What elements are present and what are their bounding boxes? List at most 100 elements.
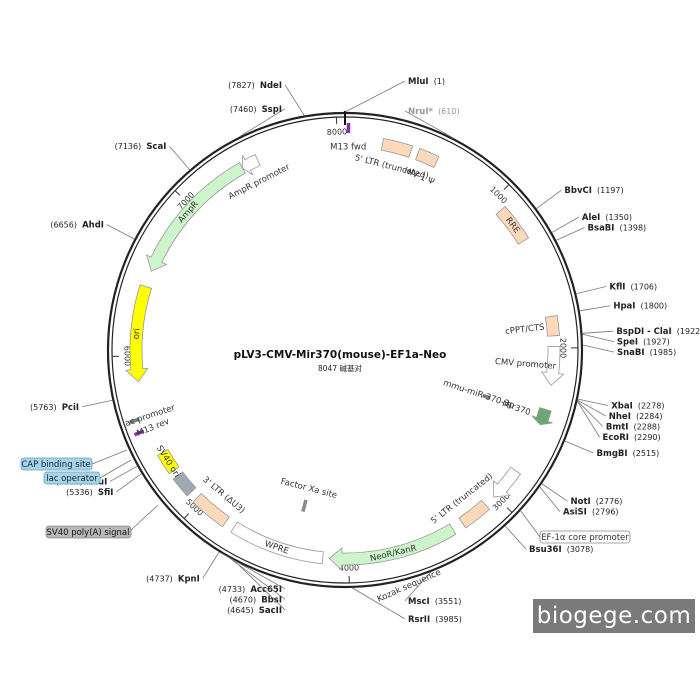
site-position: (1922) bbox=[677, 327, 700, 336]
site-acc65i: (4733) Acc65I bbox=[219, 552, 286, 595]
m13-fwd-feature: M13 fwd bbox=[330, 123, 366, 153]
site-alei: AleI (1350) bbox=[551, 213, 632, 233]
factor-xa-site-mark bbox=[301, 499, 308, 513]
ltr5-truncated-shape bbox=[380, 137, 414, 158]
site-position: (2284) bbox=[636, 412, 663, 421]
site-ecori: EcoRI (2290) bbox=[577, 401, 661, 444]
site-label: (7460) SspI bbox=[230, 97, 282, 116]
m13-rev-mark bbox=[133, 429, 145, 437]
lac-operator-callout-label: lac operator bbox=[46, 474, 98, 484]
site-name: MluI bbox=[408, 77, 429, 87]
site-label: (5763) PciI bbox=[30, 395, 79, 414]
site-name: SacII bbox=[259, 606, 282, 616]
site-label: EcoRI (2290) bbox=[603, 425, 661, 444]
site-leader bbox=[582, 333, 614, 343]
site-bmti: BmtI (2288) bbox=[577, 400, 661, 433]
ampr-shape bbox=[145, 162, 246, 272]
site-label: (4645) SacII bbox=[227, 598, 282, 617]
lac-promoter-mark bbox=[129, 417, 140, 424]
site-leader bbox=[556, 227, 585, 241]
site-name: AhdI bbox=[82, 221, 104, 231]
site-position: (2776) bbox=[596, 497, 623, 506]
site-leader bbox=[81, 399, 113, 408]
site-position: (7136) bbox=[115, 142, 142, 151]
site-scai: (7136) ScaI bbox=[115, 134, 190, 170]
site-position: (1197) bbox=[597, 186, 624, 195]
mmu-mir-370-3p-mark bbox=[482, 393, 491, 400]
site-leader bbox=[541, 483, 568, 502]
site-asisi: AsiSI (2796) bbox=[539, 486, 619, 518]
site-kpni: (4737) KpnI bbox=[146, 551, 220, 585]
site-name: PciI bbox=[62, 403, 79, 413]
site-ndei: (7827) NdeI bbox=[228, 81, 305, 116]
site-leader bbox=[169, 145, 190, 170]
site-position: (4670) bbox=[230, 595, 257, 604]
site-position: (3078) bbox=[567, 545, 594, 554]
site-name: BmgBI bbox=[596, 449, 627, 459]
site-label: (7136) ScaI bbox=[115, 134, 167, 153]
site-name: Bsu36I bbox=[529, 545, 562, 555]
ltr5-truncated-2-feature: 5' LTR (truncated) bbox=[429, 472, 495, 529]
site-name: SspI bbox=[262, 105, 282, 115]
site-rsrii: RsrII (3985) bbox=[351, 587, 462, 625]
site-leader bbox=[504, 525, 527, 550]
site-position: (5763) bbox=[30, 403, 57, 412]
site-name: Acc65I bbox=[250, 585, 282, 595]
site-kfli: KflI (1706) bbox=[576, 282, 658, 295]
site-position: (4733) bbox=[219, 585, 246, 594]
site-position: (2288) bbox=[634, 423, 661, 432]
site-name: ScaI bbox=[146, 142, 166, 152]
site-name: EcoRI bbox=[603, 433, 629, 443]
site-position: (7460) bbox=[230, 105, 257, 114]
site-label: (4737) KpnI bbox=[146, 566, 200, 585]
site-name: RsrII bbox=[408, 615, 430, 625]
ampr-promoter-shape bbox=[242, 154, 261, 176]
site-name: AleI bbox=[582, 213, 600, 223]
site-name: SpeI bbox=[617, 338, 638, 348]
site-ahdi: (6656) AhdI bbox=[50, 213, 135, 240]
rre-feature: RRE bbox=[495, 205, 530, 245]
ef1a-core-promoter-feature bbox=[493, 466, 522, 498]
tick-label: 8000 bbox=[327, 127, 348, 137]
site-leader bbox=[219, 552, 286, 590]
site-pcii: (5763) PciI bbox=[30, 395, 113, 414]
sv40-polya-feature bbox=[172, 471, 197, 497]
site-position: (1706) bbox=[631, 282, 658, 291]
neor-kanr-feature: NeoR/KanR bbox=[328, 523, 457, 571]
site-bsabi: BsaBI (1398) bbox=[556, 224, 646, 241]
site-sacii: (4645) SacII bbox=[227, 560, 286, 617]
site-leader bbox=[551, 216, 580, 233]
site-leader bbox=[345, 80, 406, 113]
site-leader bbox=[202, 551, 220, 579]
site-name: SnaBI bbox=[617, 348, 645, 358]
site-bmgbi: BmgBI (2515) bbox=[564, 440, 659, 459]
site-leader bbox=[404, 110, 455, 139]
factor-xa-site-feature: Factor Xa site bbox=[280, 477, 338, 513]
site-position: (610) bbox=[438, 107, 460, 116]
tick-mark bbox=[506, 507, 513, 513]
site-name: BsaBI bbox=[588, 224, 615, 234]
site-name: BspDI - ClaI bbox=[616, 327, 671, 337]
site-sspi: (7460) SspI bbox=[230, 97, 286, 137]
site-label: (5336) SfiI bbox=[66, 480, 113, 499]
rre-shape bbox=[495, 205, 530, 245]
site-position: (1) bbox=[434, 77, 445, 86]
factor-xa-site-label: Factor Xa site bbox=[280, 477, 338, 501]
site-label: (6656) AhdI bbox=[50, 213, 104, 232]
site-position: (2278) bbox=[638, 402, 665, 411]
site-name: NotI bbox=[571, 497, 591, 507]
site-label: SnaBI (1985) bbox=[617, 340, 676, 359]
ampr-feature: AmpR bbox=[145, 162, 246, 272]
site-name: NheI bbox=[609, 412, 631, 422]
site-leader bbox=[576, 286, 607, 295]
site-bsu36i: Bsu36I (3078) bbox=[504, 525, 594, 555]
site-position: (1927) bbox=[643, 338, 670, 347]
site-leader bbox=[577, 401, 600, 438]
ori-feature: ori bbox=[125, 284, 153, 383]
ltr3-au3-feature: 3' LTR (ΔU3) bbox=[192, 475, 247, 528]
sv40-ori-shape bbox=[156, 448, 180, 475]
site-label: NheI (2284) bbox=[609, 404, 663, 423]
site-position: (1800) bbox=[641, 302, 668, 311]
site-mlui: MluI (1) bbox=[345, 77, 445, 113]
